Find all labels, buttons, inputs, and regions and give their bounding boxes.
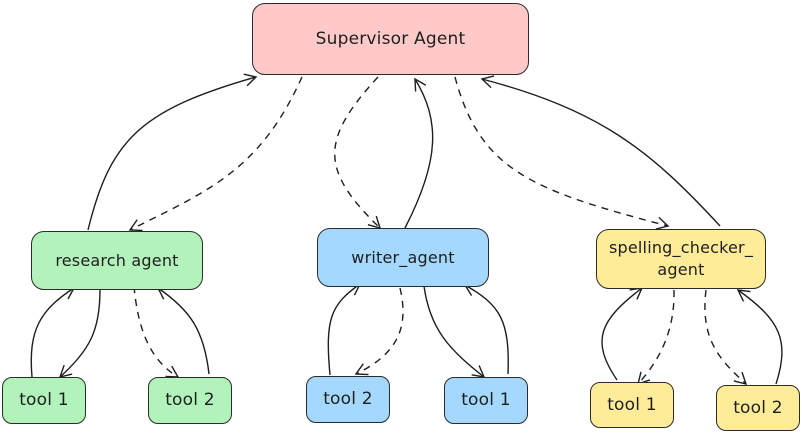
supervisor-agent-node[interactable]: Supervisor Agent — [252, 3, 529, 75]
spelling-tool-2-label: tool 2 — [733, 397, 783, 418]
edge-writer-to-tool1 — [423, 285, 486, 378]
edge-tool2-to-writer — [327, 283, 362, 376]
spelling-checker-agent-label: spelling_checker_ agent — [608, 238, 754, 279]
writer-tool-1-node[interactable]: tool 1 — [444, 377, 528, 424]
edge-supervisor-to-research — [128, 76, 303, 232]
writer-tool-1-label: tool 1 — [461, 390, 511, 411]
edge-tool2-to-research — [156, 287, 210, 375]
edge-tool1-to-writer — [463, 284, 509, 375]
writer-tool-2-label: tool 2 — [323, 389, 373, 410]
edge-spelling-to-tool2 — [704, 289, 748, 385]
edge-tool1-to-research — [30, 287, 76, 378]
spelling-tool-1-label: tool 1 — [607, 394, 657, 415]
supervisor-agent-label: Supervisor Agent — [315, 28, 466, 49]
spelling-checker-agent-node[interactable]: spelling_checker_ agent — [596, 229, 766, 289]
research-tool-1-label: tool 1 — [19, 390, 69, 411]
edge-research-to-supervisor — [87, 73, 258, 231]
research-tool-1-node[interactable]: tool 1 — [2, 377, 86, 424]
edge-research-to-tool1 — [58, 289, 101, 378]
writer-tool-2-node[interactable]: tool 2 — [306, 376, 390, 423]
research-tool-2-node[interactable]: tool 2 — [148, 377, 232, 424]
edge-tool1-to-spelling — [601, 287, 644, 381]
spelling-tool-2-node[interactable]: tool 2 — [716, 385, 800, 431]
edge-supervisor-to-spelling — [454, 76, 670, 230]
writer-agent-node[interactable]: writer_agent — [317, 228, 489, 287]
writer-agent-label: writer_agent — [351, 247, 455, 267]
research-agent-node[interactable]: research agent — [31, 231, 203, 290]
edge-tool2-to-spelling — [736, 289, 783, 385]
edge-spelling-to-supervisor — [480, 75, 721, 227]
edge-spelling-to-tool1 — [637, 289, 675, 386]
edge-supervisor-to-writer — [334, 76, 382, 230]
edge-writer-to-tool2 — [354, 287, 404, 376]
research-tool-2-label: tool 2 — [165, 390, 215, 411]
spelling-tool-1-node[interactable]: tool 1 — [590, 382, 674, 428]
edge-research-to-tool2 — [133, 285, 180, 378]
research-agent-label: research agent — [55, 250, 179, 270]
edge-writer-to-supervisor — [404, 77, 434, 229]
